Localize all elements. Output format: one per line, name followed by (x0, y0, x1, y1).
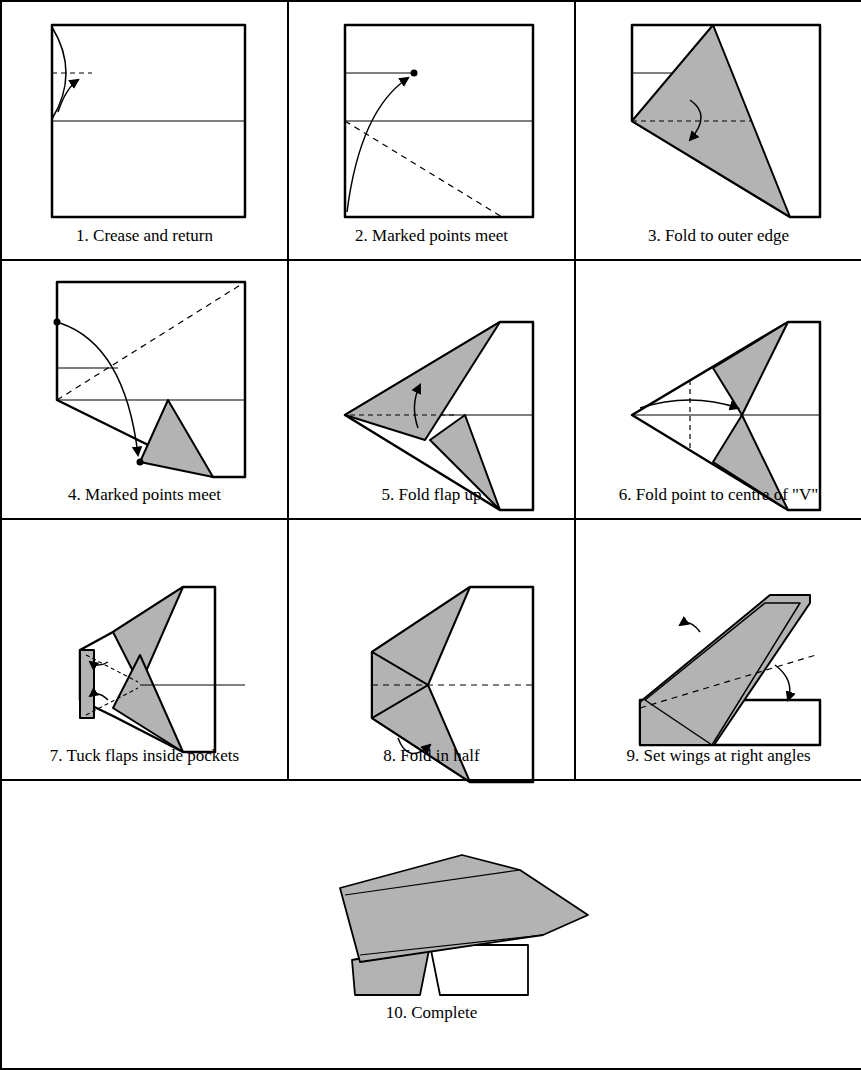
step-caption: 3. Fold to outer edge (576, 226, 861, 246)
step-caption: 5. Fold flap up (289, 485, 574, 505)
step-caption: 10. Complete (2, 1003, 861, 1023)
step-caption: 9. Set wings at right angles (576, 746, 861, 766)
step-caption: 2. Marked points meet (289, 226, 574, 246)
step-panel: 8. Fold in half (287, 518, 576, 781)
step6-figure (632, 322, 820, 510)
step-caption: 7. Tuck flaps inside pockets (2, 746, 287, 766)
step-caption: 4. Marked points meet (2, 485, 287, 505)
step-caption: 6. Fold point to centre of "V" (576, 485, 861, 505)
step1-figure (52, 25, 245, 217)
step-panel: 10. Complete (0, 779, 861, 1070)
step4-figure (54, 282, 246, 477)
step-panel: 9. Set wings at right angles (574, 518, 861, 781)
step-panel: 1. Crease and return (0, 0, 289, 261)
step-caption: 1. Crease and return (2, 226, 287, 246)
step9-figure (640, 595, 820, 745)
step10-figure (340, 855, 588, 995)
step5-figure (345, 322, 533, 510)
step-panel: 2. Marked points meet (287, 0, 576, 261)
step-panel: 4. Marked points meet (0, 259, 289, 520)
step3-figure (632, 25, 820, 217)
step-panel: 3. Fold to outer edge (574, 0, 861, 261)
step7-figure (80, 587, 245, 752)
step-panel: 6. Fold point to centre of "V" (574, 259, 861, 520)
step-panel: 7. Tuck flaps inside pockets (0, 518, 289, 781)
step-caption: 8. Fold in half (289, 746, 574, 766)
step-panel: 5. Fold flap up (287, 259, 576, 520)
step2-figure (345, 25, 533, 217)
